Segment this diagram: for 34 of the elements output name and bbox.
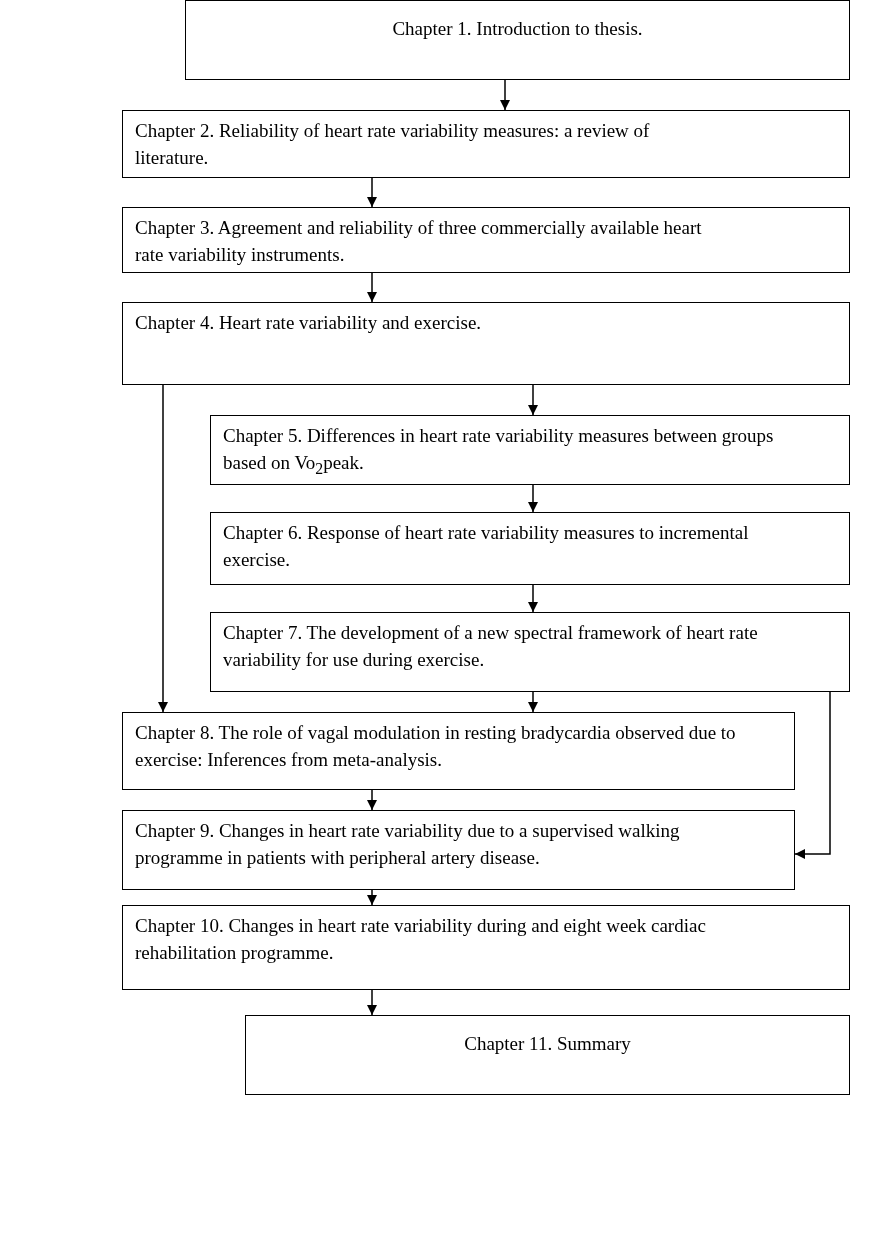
chapter-box: [185, 0, 850, 80]
arrow: [367, 789, 377, 811]
chapter-box: [122, 207, 850, 273]
chapter-box: [210, 415, 850, 485]
chapter-title: Chapter 10. Changes in heart rate variability during and eight week cardiac rehabilitation programme.: [135, 914, 707, 965]
chapter-title: Chapter 8. The role of vagal modulation in resting bradycardia observed due to exercise: Inferences from meta-analysis.: [135, 721, 737, 772]
arrow: [528, 691, 538, 713]
chapter-title: Chapter 2. Reliability of heart rate variability measures: a review of literature.: [135, 119, 651, 170]
chapter-box: [122, 302, 850, 385]
chapter-box: [210, 512, 850, 585]
arrow: [794, 691, 831, 859]
chapter-box: [210, 612, 850, 692]
arrow: [367, 272, 377, 303]
chapter-title: Chapter 4. Heart rate variability and exercise.: [135, 311, 483, 335]
arrow: [528, 584, 538, 613]
arrow: [528, 384, 538, 416]
chapter-box: [122, 110, 850, 178]
chapter-title: Chapter 3. Agreement and reliability of three commercially available heart rate variability instruments.: [135, 216, 703, 267]
arrow: [367, 889, 377, 906]
chapter-title: Chapter 5. Differences in heart rate variability measures between groups based on Vo$_{2}$peak.: [223, 424, 775, 479]
chapter-box: [122, 712, 795, 790]
chapter-title: Chapter 11. Summary: [463, 1032, 632, 1056]
chapter-box: [245, 1015, 850, 1095]
chapter-title: Chapter 6. Response of heart rate variability measures to incremental exercise.: [223, 521, 750, 572]
chapter-title: Chapter 7. The development of a new spectral framework of heart rate variability for use during exercise.: [223, 621, 759, 672]
arrow: [158, 384, 168, 713]
arrow: [500, 79, 510, 111]
chapter-title: Chapter 9. Changes in heart rate variability due to a supervised walking programme in patients with peripheral artery disease.: [135, 819, 681, 870]
arrow: [367, 989, 377, 1016]
arrow: [528, 484, 538, 513]
chapter-box: [122, 810, 795, 890]
chapter-title: Chapter 1. Introduction to thesis.: [391, 17, 644, 41]
chapter-box: [122, 905, 850, 990]
arrow: [367, 177, 377, 208]
